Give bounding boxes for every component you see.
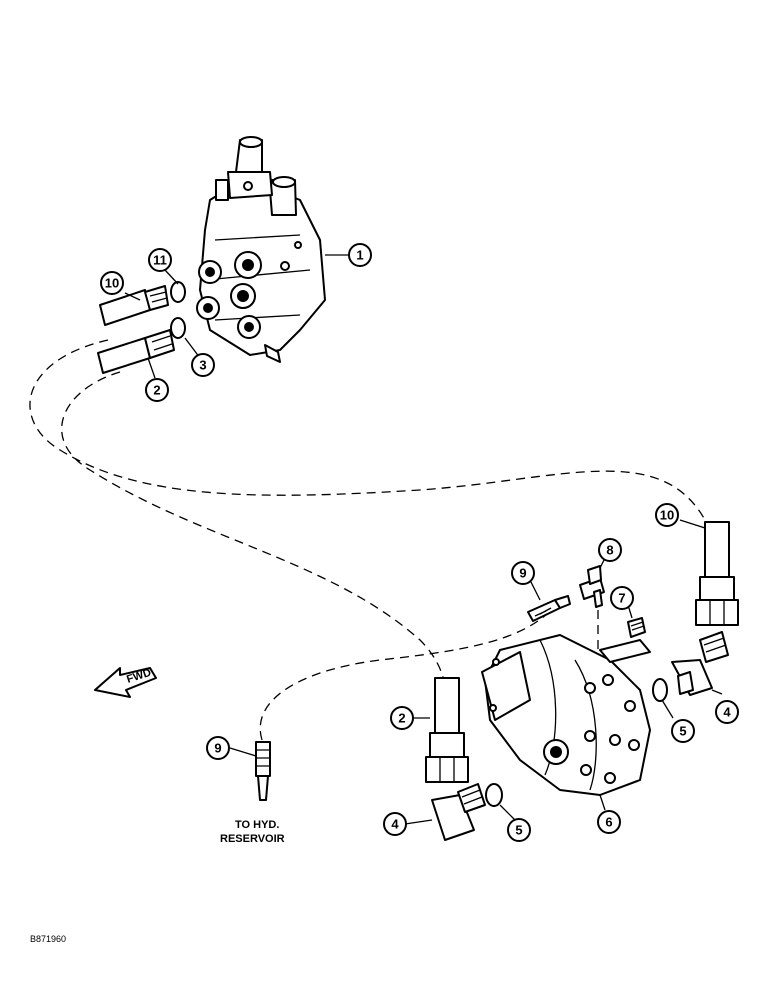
oring-3 (170, 317, 186, 339)
figure-id: B871960 (30, 934, 66, 944)
svg-text:3: 3 (199, 358, 206, 373)
callout-4-right: 4 (715, 700, 739, 724)
pump (481, 634, 651, 796)
callout-10-right: 10 (655, 503, 679, 527)
svg-text:7: 7 (618, 591, 625, 606)
callout-3: 3 (191, 353, 215, 377)
svg-text:11: 11 (153, 253, 167, 268)
callout-1: 1 (348, 243, 372, 267)
oring-5-right (652, 678, 668, 702)
svg-text:9: 9 (214, 741, 221, 756)
fitting-right-upper (695, 521, 739, 626)
callout-7: 7 (610, 586, 634, 610)
svg-text:10: 10 (105, 276, 119, 291)
svg-text:8: 8 (606, 543, 613, 558)
callout-9-reservoir: 9 (206, 736, 230, 760)
svg-text:1: 1 (356, 248, 363, 263)
svg-text:10: 10 (660, 508, 674, 523)
callout-5-bottom: 5 (507, 818, 531, 842)
tee-fitting-8 (579, 565, 605, 608)
callout-8: 8 (598, 538, 622, 562)
elbow-bottom (431, 783, 486, 841)
svg-text:4: 4 (723, 705, 731, 720)
svg-text:2: 2 (153, 383, 160, 398)
plug-7 (627, 617, 646, 638)
reservoir-label-line1: TO HYD. (235, 819, 279, 831)
hose-reservoir (259, 599, 561, 741)
fitting-9-mid (527, 595, 571, 622)
fwd-arrow: FWD (94, 667, 157, 698)
fitting-right-lower (425, 677, 469, 783)
control-valve (196, 136, 326, 363)
elbow-right (671, 631, 729, 696)
svg-text:9: 9 (519, 566, 526, 581)
callout-2-right: 2 (390, 706, 414, 730)
fitting-9-reservoir (255, 741, 271, 801)
callout-10-left: 10 (100, 271, 124, 295)
svg-text:5: 5 (679, 724, 686, 739)
callout-2-left: 2 (145, 378, 169, 402)
fitting-left-lower (97, 329, 175, 374)
oring-5-bottom (485, 783, 503, 807)
svg-text:2: 2 (398, 711, 405, 726)
callout-4-bottom: 4 (383, 812, 407, 836)
callout-6: 6 (597, 810, 621, 834)
svg-text:6: 6 (605, 815, 612, 830)
callout-9-mid: 9 (511, 561, 535, 585)
reservoir-label-line2: RESERVOIR (220, 833, 285, 845)
hose-middle (61, 371, 446, 691)
svg-text:5: 5 (515, 823, 522, 838)
svg-text:4: 4 (391, 817, 399, 832)
callout-11: 11 (148, 248, 172, 272)
hose-upper (29, 339, 706, 521)
oring-11 (170, 281, 186, 303)
callout-5-right: 5 (671, 719, 695, 743)
